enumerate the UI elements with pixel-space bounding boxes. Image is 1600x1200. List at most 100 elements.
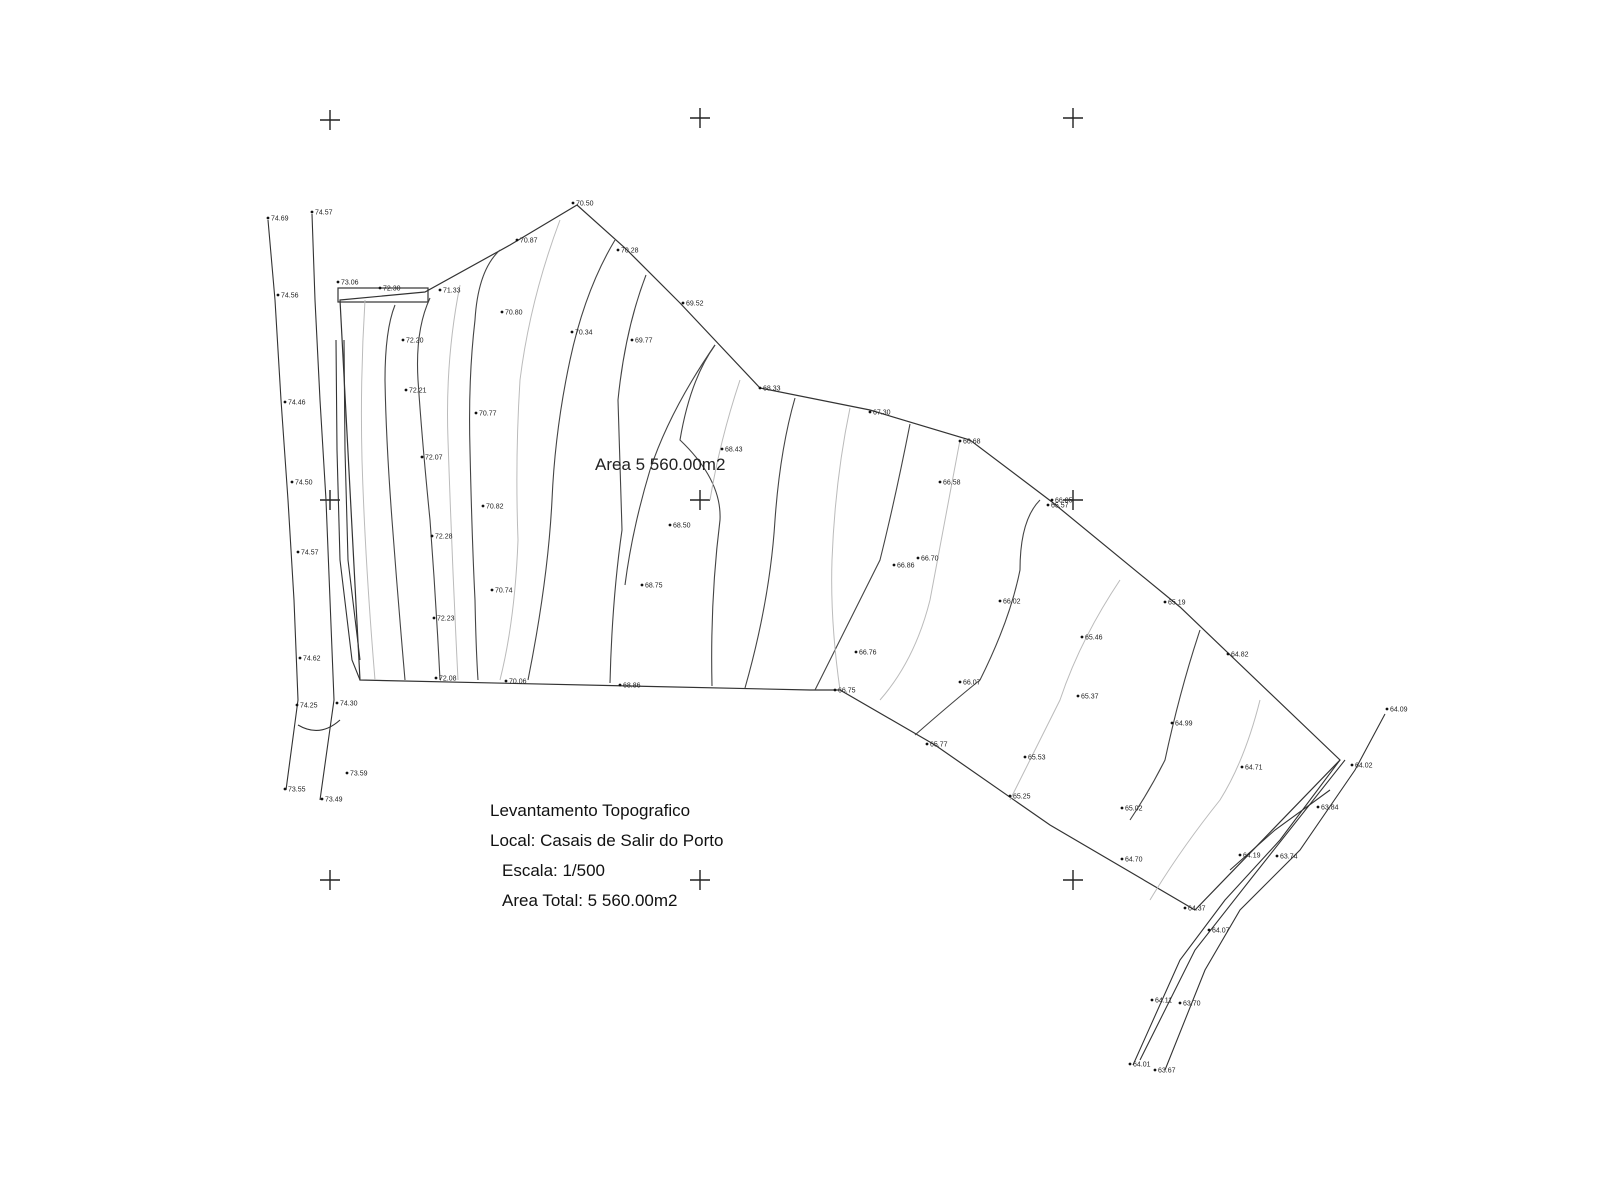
spot-height: 64.82 [1226,652,1249,659]
spot-height: 70.06 [504,679,527,686]
road-edges-right [1132,713,1386,1071]
contour-line-minor [1009,579,1121,801]
spot-height-marker [618,683,622,687]
spot-height-label: 72.08 [439,676,457,683]
spot-height-label: 65.46 [1085,635,1103,642]
spot-height-marker [490,588,494,592]
spot-height-marker [1023,755,1027,759]
spot-height-label: 72.20 [406,338,424,345]
spot-height: 66.75 [833,688,856,695]
spot-height-marker [1316,805,1320,809]
spot-height-label: 70.82 [486,504,504,511]
contour-line-minor [831,407,851,691]
spot-height-marker [571,201,575,205]
spot-height-label: 74.30 [340,701,358,708]
spot-height: 66.70 [916,556,939,563]
spot-height-marker [998,599,1002,603]
cross-marker [1063,108,1083,128]
spot-height: 65.53 [1023,755,1046,762]
spot-height-marker [500,310,504,314]
spot-height-marker [1170,721,1174,725]
spot-height: 74.57 [296,550,319,557]
spot-height: 74.69 [266,216,289,223]
spot-height: 65.02 [1120,806,1143,813]
spot-height: 66.05 [1050,498,1073,505]
spot-height-label: 63.84 [1321,805,1339,812]
road-curve [297,719,341,731]
area-label: Area 5 560.00m2 [595,455,725,474]
spot-height-label: 66.86 [897,563,915,570]
spot-height: 68.75 [640,583,663,590]
spot-height-marker [616,248,620,252]
spot-height-label: 65.02 [1125,806,1143,813]
spot-height-label: 64.09 [1390,707,1408,714]
spot-height: 68.50 [668,523,691,530]
spot-height: 64.01 [1128,1062,1151,1069]
spot-height: 65.46 [1080,635,1103,642]
spot-height-marker [1150,998,1154,1002]
spot-height-marker [401,338,405,342]
contour-line-minor [360,299,376,681]
spot-height: 74.30 [335,701,358,708]
spot-height-marker [1120,806,1124,810]
contour-line [914,499,1041,736]
spot-heights: 74.6974.5774.5674.4674.5074.5774.6274.25… [266,201,1408,1075]
spot-height-marker [504,679,508,683]
spot-height-marker [758,386,762,390]
spot-height-label: 74.25 [300,703,318,710]
spot-height-label: 74.57 [301,550,319,557]
spot-height-marker [1238,853,1242,857]
cross-marker [1063,870,1083,890]
survey-location: Local: Casais de Salir do Porto [490,831,724,850]
spot-height-marker [1275,854,1279,858]
spot-height: 70.34 [570,330,593,337]
spot-height-marker [1153,1068,1157,1072]
spot-height-marker [1076,694,1080,698]
contour-line [1129,629,1201,821]
spot-height: 66.76 [854,650,877,657]
spot-height-label: 70.06 [509,679,527,686]
spot-height-marker [1163,600,1167,604]
contour-line-minor [1149,699,1261,901]
spot-height-marker [378,286,382,290]
spot-height-label: 63.70 [1183,1001,1201,1008]
spot-height-marker [1183,906,1187,910]
spot-height-label: 70.77 [479,411,497,418]
spot-height: 72.20 [401,338,424,345]
spot-height-marker [438,288,442,292]
spot-height-label: 65.57 [1051,503,1069,510]
spot-height-label: 65.77 [930,742,948,749]
road-edges-left [267,213,361,801]
spot-height: 63.74 [1275,854,1298,861]
spot-height-marker [938,480,942,484]
spot-height: 70.82 [481,504,504,511]
spot-height: 70.77 [474,411,497,418]
spot-height-label: 67.30 [873,410,891,417]
spot-height-label: 66.02 [1003,599,1021,606]
spot-height-marker [336,280,340,284]
spot-height-label: 65.37 [1081,694,1099,701]
building-outline [337,287,429,303]
spot-height: 67.30 [868,410,891,417]
spot-height-label: 70.50 [576,201,594,208]
spot-height: 64.02 [1350,763,1373,770]
survey-scale: Escala: 1/500 [502,861,606,880]
spot-height-label: 66.76 [859,650,877,657]
spot-height: 74.57 [310,210,333,217]
spot-height: 68.86 [618,683,641,690]
spot-height-marker [925,742,929,746]
spot-height-marker [720,447,724,451]
spot-height-marker [1080,635,1084,639]
cross-marker [1063,490,1083,510]
spot-height-marker [310,210,314,214]
spot-height-label: 72.30 [383,286,401,293]
spot-height: 74.62 [298,656,321,663]
spot-height-label: 64.71 [1245,765,1263,772]
spot-height-label: 73.59 [350,771,368,778]
cross-marker [690,870,710,890]
spot-height: 66.02 [998,599,1021,606]
spot-height: 68.33 [758,386,781,393]
contour-line-minor [879,439,961,701]
survey-total-area: Area Total: 5 560.00m2 [502,891,678,910]
